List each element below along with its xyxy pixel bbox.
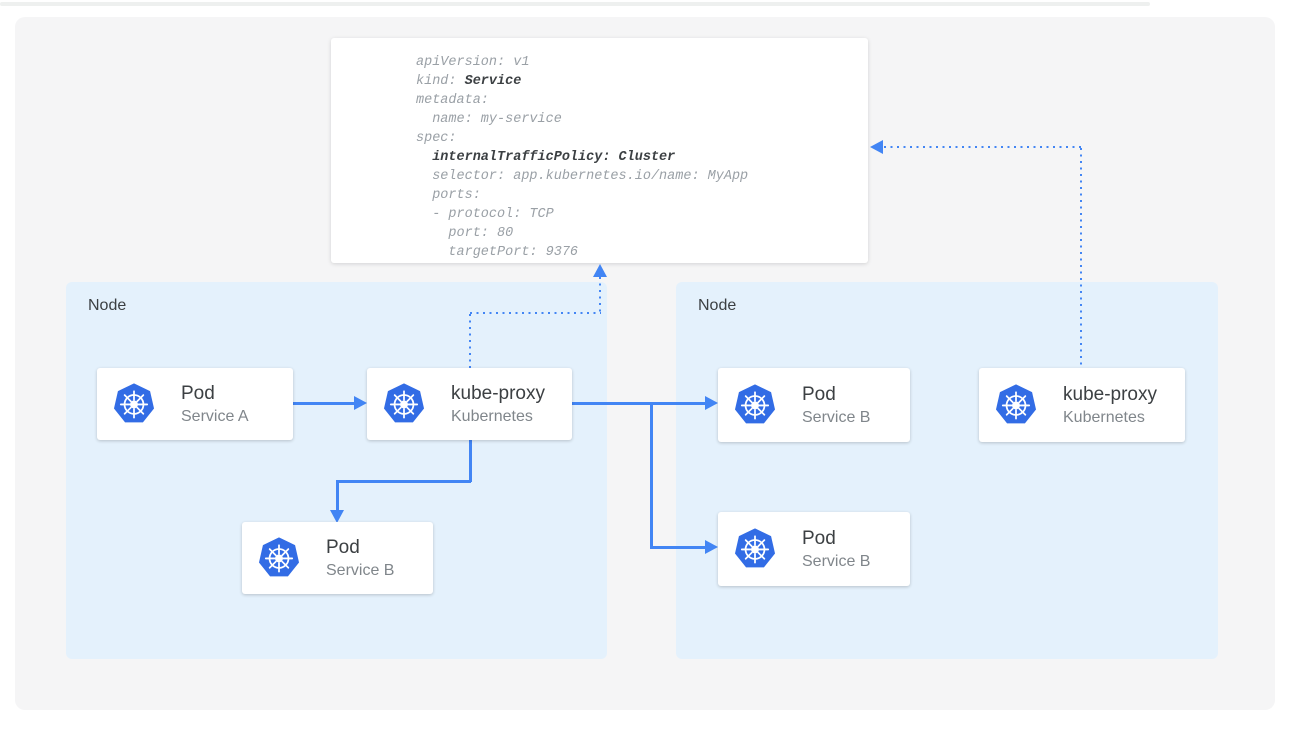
yaml-line: ports: (416, 188, 481, 203)
arrow-kube-proxy-down (469, 440, 472, 482)
yaml-line: selector: app.kubernetes.io/name: MyApp (416, 169, 749, 184)
box-title: Pod (802, 383, 836, 405)
arrow-branch-vertical (650, 402, 653, 548)
yaml-line: spec: (416, 131, 457, 146)
arrowhead-right-icon (705, 540, 718, 554)
yaml-code-block: apiVersion: v1 kind: Service metadata: nam… (416, 53, 748, 262)
pod-box-service-b-left: Pod Service B (242, 522, 433, 594)
box-subtitle: Kubernetes (1063, 408, 1145, 426)
dotted-arrow-left-kube-proxy-segment (599, 277, 601, 314)
node-label: Node (698, 297, 737, 314)
yaml-line: kind: Service (416, 74, 522, 89)
yaml-bold-kind-service: Service (464, 74, 522, 89)
pod-box-service-a: Pod Service A (97, 368, 293, 440)
yaml-line: internalTrafficPolicy: Cluster (416, 148, 748, 167)
box-title: Pod (181, 382, 215, 404)
yaml-line: name: my-service (416, 112, 562, 127)
dotted-arrow-left-kube-proxy-segment (470, 312, 601, 314)
kubernetes-icon (734, 384, 776, 424)
kubernetes-icon (734, 528, 776, 568)
arrow-pod-a-to-kube-proxy (293, 402, 355, 405)
pod-box-service-b-top: Pod Service B (718, 368, 910, 442)
box-subtitle: Service A (181, 407, 249, 425)
yaml-line: - protocol: TCP (416, 207, 554, 222)
node-label: Node (88, 297, 127, 314)
node-panel-right: Node (676, 282, 1218, 659)
box-title: Pod (802, 527, 836, 549)
box-subtitle: Service B (802, 552, 871, 570)
box-title: kube-proxy (1063, 383, 1157, 405)
yaml-line: apiVersion: v1 (416, 55, 530, 70)
kubernetes-icon (995, 384, 1037, 424)
arrow-into-pod-b-left (336, 480, 339, 511)
node-panel-left: Node (66, 282, 607, 659)
box-subtitle: Kubernetes (451, 407, 533, 425)
dotted-arrow-left-kube-proxy-segment (469, 314, 471, 368)
kube-proxy-box-right: kube-proxy Kubernetes (979, 368, 1185, 442)
dotted-arrow-right-kube-proxy-segment (1080, 148, 1082, 368)
box-subtitle: Service B (802, 408, 871, 426)
dotted-arrow-right-kube-proxy-segment (884, 146, 1082, 148)
yaml-line: port: 80 (416, 226, 514, 241)
arrowhead-left-icon (870, 140, 883, 154)
box-subtitle: Service B (326, 561, 395, 579)
arrowhead-down-icon (330, 510, 344, 523)
arrowhead-right-icon (705, 396, 718, 410)
service-yaml-card: apiVersion: v1 kind: Service metadata: nam… (331, 38, 868, 263)
top-divider-line (0, 2, 1150, 6)
kube-proxy-box-left: kube-proxy Kubernetes (367, 368, 572, 440)
yaml-line: metadata: (416, 93, 489, 108)
pod-box-service-b-bottom: Pod Service B (718, 512, 910, 586)
yaml-line: targetPort: 9376 (416, 245, 579, 260)
arrow-kube-proxy-to-pod-b2 (650, 546, 706, 549)
yaml-bold-internal-traffic-policy: internalTrafficPolicy: Cluster (432, 150, 676, 165)
arrow-kube-proxy-to-pod-b-left (336, 480, 471, 483)
kubernetes-icon (113, 383, 155, 423)
kubernetes-icon (383, 383, 425, 423)
arrow-kube-proxy-to-pod-b1 (572, 402, 706, 405)
arrowhead-right-icon (354, 396, 367, 410)
arrowhead-up-icon (593, 264, 607, 277)
box-title: kube-proxy (451, 382, 545, 404)
box-title: Pod (326, 536, 360, 558)
kubernetes-icon (258, 537, 300, 577)
